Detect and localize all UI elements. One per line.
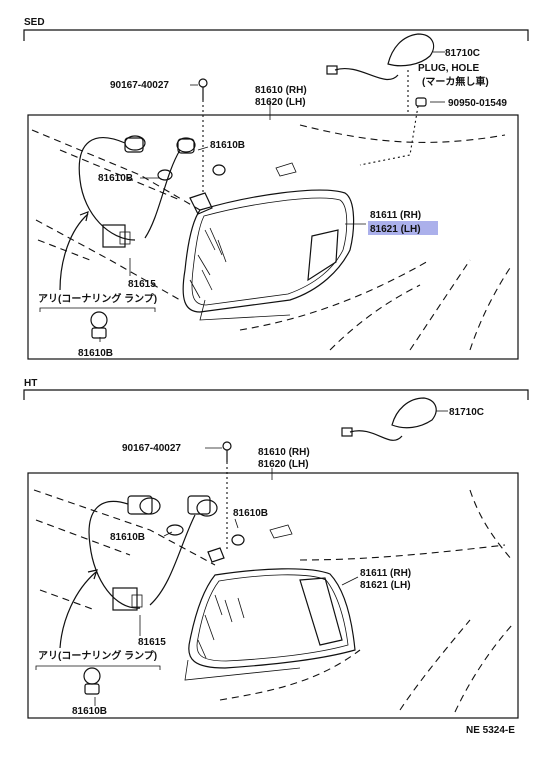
sed-highlight-81621 [368, 221, 438, 235]
sed-label-81615: 81615 [128, 279, 156, 290]
ht-cornering-arrowhead [87, 569, 98, 580]
sed-label-plug-hole: PLUG, HOLE [418, 63, 479, 74]
ht-section-title: HT [24, 378, 37, 389]
sed-label-90950: 90950-01549 [448, 98, 507, 109]
sed-label-marker-note: (マーカ無し車) [422, 75, 489, 88]
sed-leader-lines [39, 51, 445, 342]
ht-body-contours [33, 489, 513, 713]
sed-spare-bulb [90, 311, 108, 339]
sed-side-marker [326, 33, 435, 115]
sed-label-81621-lh: 81621 (LH) [370, 224, 421, 235]
sed-label-81710c: 81710C [445, 48, 480, 59]
sed-label-81620-lh: 81620 (LH) [255, 97, 306, 108]
sed-label-81610b-top: 81610B [210, 140, 245, 151]
ht-label-81610b-left: 81610B [110, 532, 145, 543]
ht-section: HT [23, 378, 529, 719]
sed-label-81611-rh: 81611 (RH) [370, 210, 421, 221]
sed-bulb-socket [78, 135, 297, 248]
diagram-reference-number: NE 5324-E [466, 725, 515, 736]
ht-label-90167: 90167-40027 [122, 443, 181, 454]
ht-corner-lamp [184, 568, 356, 681]
ht-bulb-socket [88, 495, 293, 611]
sed-label-cornering-note: アリ(コーナリング ランプ) [38, 292, 157, 305]
ht-section-bracket [23, 389, 529, 400]
ht-label-81610-rh: 81610 (RH) [258, 447, 310, 458]
ht-label-81621-lh: 81621 (LH) [360, 580, 411, 591]
sed-label-81610b-bottom: 81610B [78, 348, 113, 359]
ht-cornering-arrow [59, 571, 97, 649]
ht-detail-frame [27, 472, 519, 719]
sed-detail-frame [27, 114, 519, 360]
ht-spare-bulb [83, 667, 101, 695]
ht-label-cornering-note: アリ(コーナリング ランプ) [38, 649, 157, 662]
ht-leader-lines [35, 410, 448, 706]
ht-label-81610b-top: 81610B [233, 508, 268, 519]
ht-label-81610b-bottom: 81610B [72, 706, 107, 717]
sed-screw-90167 [198, 78, 208, 195]
sed-body-contours [31, 124, 513, 351]
sed-label-81610b-left: 81610B [98, 173, 133, 184]
ht-label-81710c: 81710C [449, 407, 484, 418]
sed-corner-lamp [182, 189, 355, 321]
ht-label-81620-lh: 81620 (LH) [258, 459, 309, 470]
ht-label-81611-rh: 81611 (RH) [360, 568, 411, 579]
sed-label-81610-rh: 81610 (RH) [255, 85, 307, 96]
ht-screw-90167 [222, 441, 232, 550]
ht-label-81615: 81615 [138, 637, 166, 648]
sed-cornering-arrow [59, 213, 89, 291]
sed-section-bracket [23, 29, 529, 41]
ht-side-marker [341, 397, 437, 441]
sed-plug-90950 [359, 97, 427, 166]
sed-label-90167: 90167-40027 [110, 80, 169, 91]
sed-section: SED [23, 17, 529, 360]
sed-cornering-arrowhead [79, 211, 89, 222]
sed-section-title: SED [24, 17, 45, 28]
